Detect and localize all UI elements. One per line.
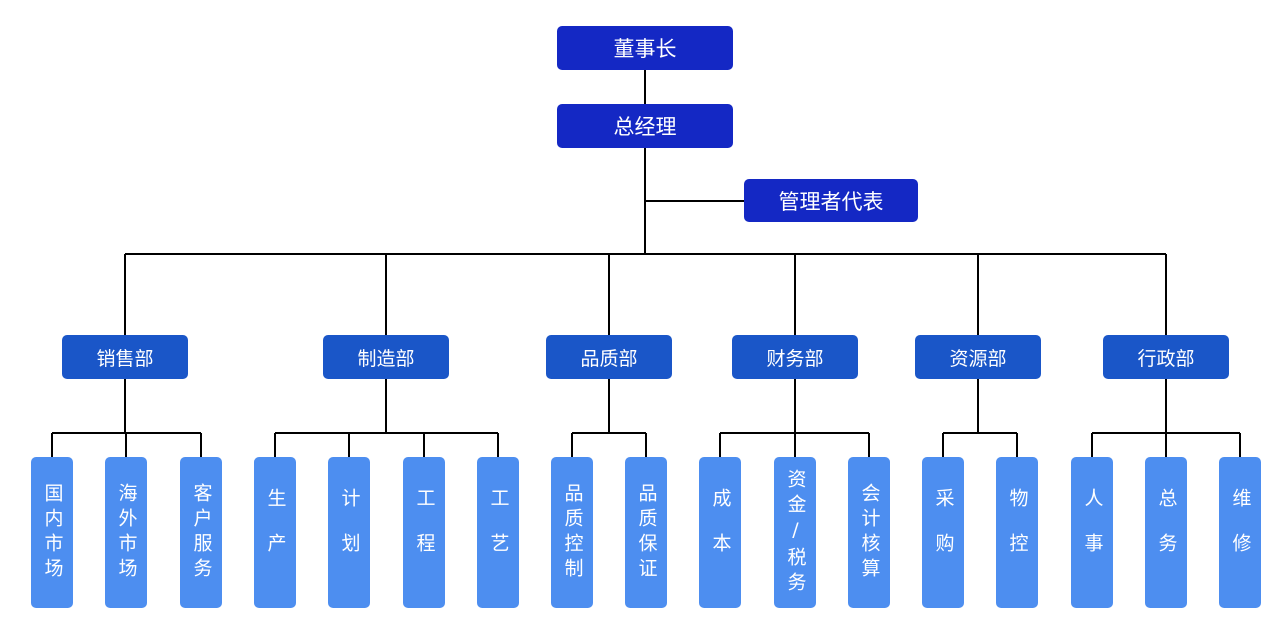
department-label: 财务部 (766, 347, 824, 370)
department-label: 销售部 (96, 347, 154, 370)
unit-label: 品质控制 (561, 482, 584, 583)
unit-box: 国内市场 (31, 457, 73, 608)
unit-box: 客户服务 (180, 457, 222, 608)
unit-label: 成本 (709, 487, 732, 578)
department-label: 行政部 (1137, 347, 1195, 370)
unit-box: 资金/税务 (774, 457, 816, 608)
unit-label: 海外市场 (115, 482, 138, 583)
unit-box: 工艺 (477, 457, 519, 608)
unit-box: 会计核算 (848, 457, 890, 608)
unit-label: 人事 (1081, 487, 1104, 578)
unit-label: 计划 (338, 487, 361, 578)
department-label: 资源部 (949, 347, 1007, 370)
general-manager-box: 总经理 (557, 104, 733, 148)
unit-box: 采购 (922, 457, 964, 608)
department-box: 行政部 (1103, 335, 1229, 379)
unit-label: 采购 (932, 487, 955, 578)
unit-box: 人事 (1071, 457, 1113, 608)
department-box: 制造部 (323, 335, 449, 379)
management-rep-label: 管理者代表 (778, 189, 884, 214)
unit-box: 品质保证 (625, 457, 667, 608)
department-label: 制造部 (357, 347, 415, 370)
unit-box: 品质控制 (551, 457, 593, 608)
department-box: 销售部 (62, 335, 188, 379)
unit-label: 资金/税务 (784, 468, 807, 597)
unit-box: 生产 (254, 457, 296, 608)
general-manager-label: 总经理 (613, 115, 677, 139)
unit-label: 生产 (264, 487, 287, 578)
department-box: 财务部 (732, 335, 858, 379)
unit-label: 物控 (1006, 487, 1029, 578)
chairman-box: 董事长 (557, 26, 733, 70)
unit-box: 总务 (1145, 457, 1187, 608)
unit-label: 工艺 (487, 487, 510, 578)
department-box: 资源部 (915, 335, 1041, 379)
unit-label: 客户服务 (190, 482, 213, 583)
unit-box: 工程 (403, 457, 445, 608)
unit-label: 维修 (1229, 487, 1252, 578)
unit-box: 计划 (328, 457, 370, 608)
department-label: 品质部 (580, 347, 638, 370)
unit-box: 维修 (1219, 457, 1261, 608)
unit-label: 国内市场 (41, 482, 64, 583)
management-rep-box: 管理者代表 (744, 179, 918, 222)
chairman-label: 董事长 (613, 37, 677, 61)
unit-box: 物控 (996, 457, 1038, 608)
unit-label: 会计核算 (858, 482, 881, 583)
unit-box: 成本 (699, 457, 741, 608)
unit-label: 品质保证 (635, 482, 658, 583)
unit-box: 海外市场 (105, 457, 147, 608)
department-box: 品质部 (546, 335, 672, 379)
unit-label: 工程 (413, 487, 436, 578)
unit-label: 总务 (1155, 487, 1178, 578)
